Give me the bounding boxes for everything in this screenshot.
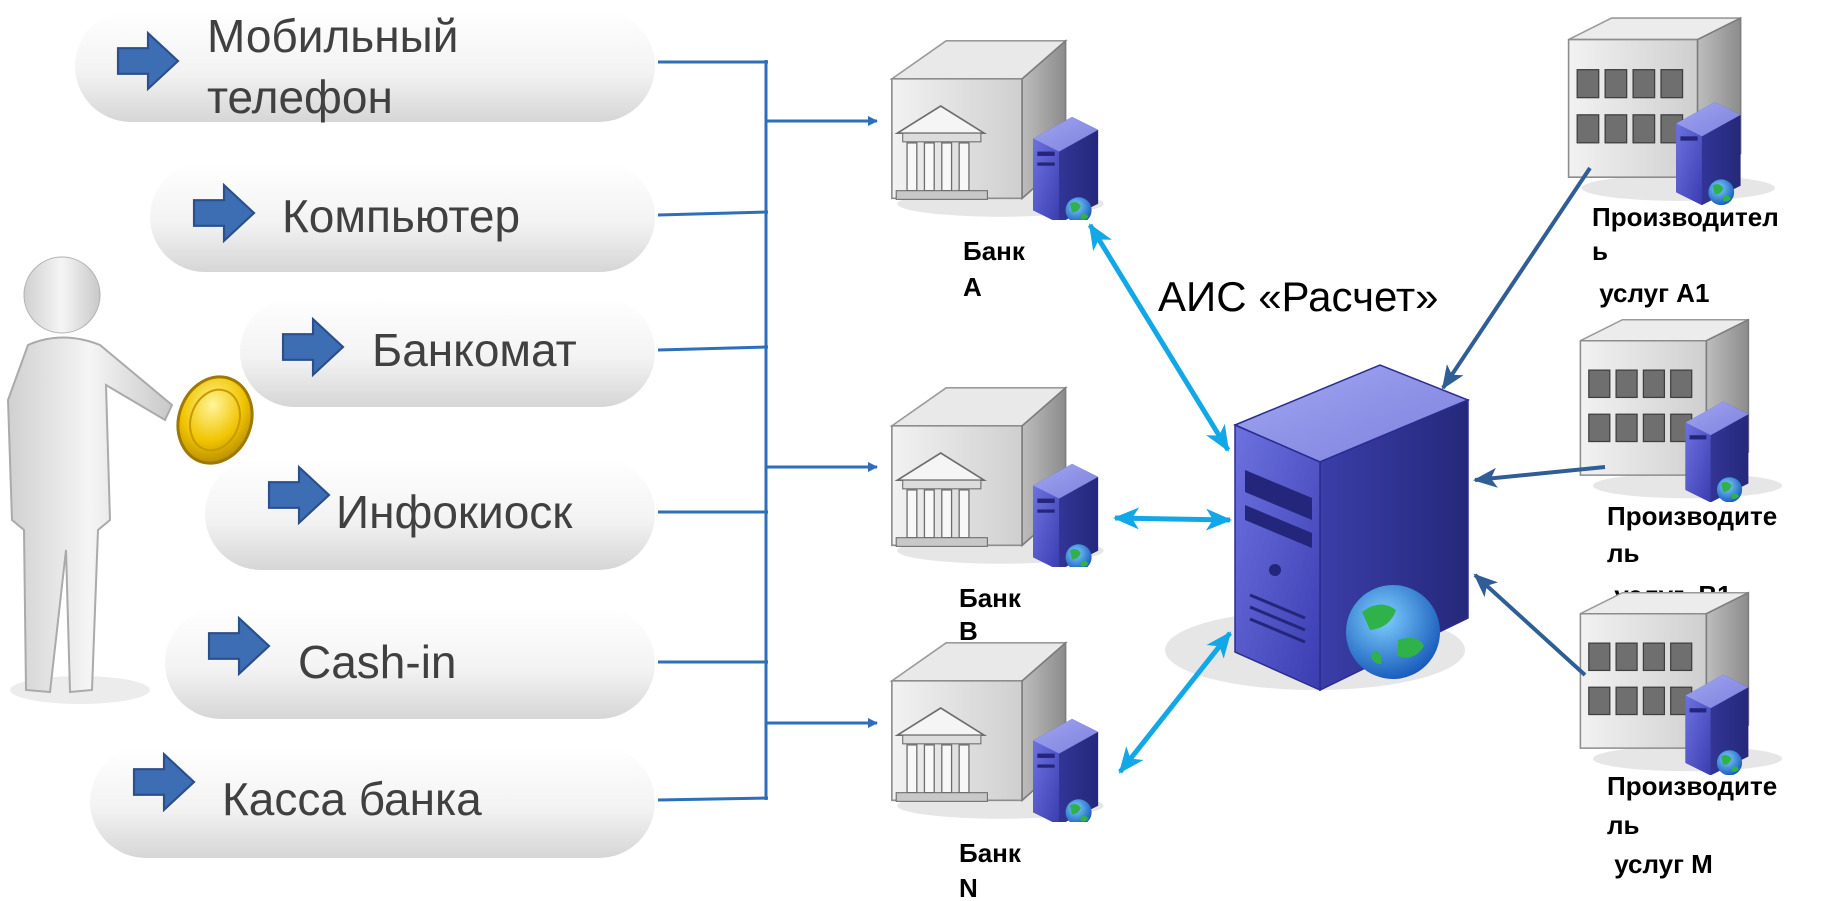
bank-n: Банк N bbox=[891, 642, 1105, 901]
channel-label: телефон bbox=[207, 71, 393, 123]
globe-icon bbox=[1346, 585, 1440, 679]
channel-cash-in: Cash-in bbox=[165, 607, 655, 719]
central-server-icon bbox=[1165, 364, 1470, 692]
bank-label: N bbox=[959, 873, 978, 901]
provider-b1: Производите ль услуг В1 bbox=[1579, 318, 1782, 610]
channel-infokiosk: Инфокиоск bbox=[205, 458, 655, 570]
system-label: АИС «Расчет» bbox=[1158, 273, 1439, 320]
bank-label: В bbox=[959, 616, 978, 646]
provider-label: Производите bbox=[1607, 771, 1777, 801]
bus-to-bank-arrows bbox=[766, 116, 878, 728]
provider-label: Производите bbox=[1607, 501, 1777, 531]
provider-building-icon bbox=[1579, 591, 1782, 775]
provider-building-icon bbox=[1567, 17, 1775, 205]
bank-building-icon bbox=[891, 387, 1105, 567]
channel-label: Мобильный bbox=[207, 10, 458, 62]
channel-label: Cash-in bbox=[298, 636, 457, 688]
channel-label: Компьютер bbox=[282, 190, 520, 242]
bank-label: А bbox=[963, 272, 982, 302]
person-figure-icon bbox=[6, 256, 174, 704]
channel-mobile-phone: Мобильный телефон bbox=[75, 10, 655, 123]
provider-label: ль bbox=[1607, 810, 1640, 840]
bank-label: Банк bbox=[963, 236, 1026, 266]
provider-building-icon bbox=[1579, 318, 1782, 502]
channel-connectors bbox=[657, 60, 769, 802]
provider-label: услуг М bbox=[1607, 849, 1713, 879]
channel-label: Банкомат bbox=[372, 324, 577, 376]
provider-server-arrows bbox=[1441, 166, 1606, 677]
provider-label: ль bbox=[1607, 538, 1640, 568]
channel-bank-cashier: Касса банка bbox=[90, 746, 655, 858]
provider-a1: Производител ь услуг А1 bbox=[1567, 17, 1779, 308]
provider-label: ь bbox=[1592, 236, 1608, 266]
channel-label: Инфокиоск bbox=[336, 486, 573, 538]
coin-icon bbox=[176, 375, 254, 465]
channel-computer: Компьютер bbox=[150, 162, 655, 272]
provider-label: услуг А1 bbox=[1592, 278, 1709, 308]
bank-a: Банк А bbox=[891, 40, 1105, 302]
channel-label: Касса банка bbox=[222, 773, 482, 825]
channel-atm: Банкомат bbox=[240, 297, 655, 407]
provider-label: Производител bbox=[1592, 202, 1779, 232]
bank-server-arrows bbox=[1087, 223, 1232, 774]
bank-b: Банк В bbox=[891, 387, 1105, 646]
bank-building-icon bbox=[891, 40, 1105, 220]
bank-building-icon bbox=[891, 642, 1105, 822]
bank-label: Банк bbox=[959, 838, 1022, 868]
provider-m: Производите ль услуг М bbox=[1579, 591, 1782, 879]
bank-label: Банк bbox=[959, 583, 1022, 613]
